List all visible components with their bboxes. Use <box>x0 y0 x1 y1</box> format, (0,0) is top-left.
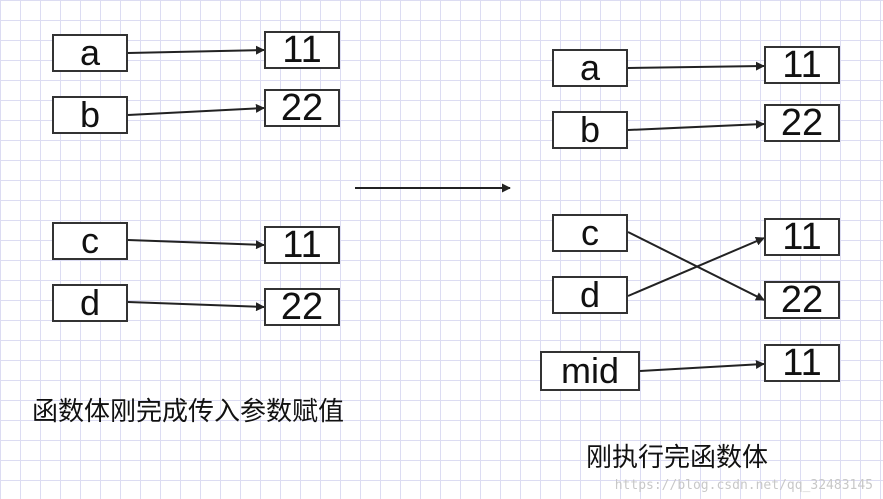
caption-after: 刚执行完函数体 <box>586 443 769 473</box>
value-box-22: 22 <box>764 104 840 142</box>
arrow-b2-to-22 <box>627 119 765 131</box>
watermark: https://blog.csdn.net/qq_32483145 <box>614 478 873 493</box>
value-box-22: 22 <box>264 89 340 127</box>
value-box-11: 11 <box>764 344 840 382</box>
var-box-c: c <box>52 222 128 260</box>
var-box-c: c <box>552 214 628 252</box>
var-box-a: a <box>52 34 128 72</box>
var-box-d: d <box>52 284 128 322</box>
var-box-b: b <box>552 111 628 149</box>
var-box-b: b <box>52 96 128 134</box>
value-box-11: 11 <box>764 218 840 256</box>
value-box-11: 11 <box>264 31 340 69</box>
arrow-c-to-11 <box>127 239 265 250</box>
arrow-mid-to-11 <box>639 359 765 372</box>
arrow-a2-to-11 <box>627 61 765 71</box>
value-box-11: 11 <box>264 226 340 264</box>
caption-before: 函数体刚完成传入参数赋值 <box>32 397 345 427</box>
var-box-a: a <box>552 49 628 87</box>
var-box-d: d <box>552 276 628 314</box>
value-box-22: 22 <box>764 281 840 319</box>
arrow-b-to-22 <box>127 103 265 116</box>
value-box-11: 11 <box>764 46 840 84</box>
arrow-a-to-11 <box>127 45 265 55</box>
arrow-d-to-22 <box>127 301 265 312</box>
value-box-22: 22 <box>264 288 340 326</box>
var-box-mid: mid <box>540 351 640 391</box>
arrow-d2-to-11 <box>627 237 765 297</box>
